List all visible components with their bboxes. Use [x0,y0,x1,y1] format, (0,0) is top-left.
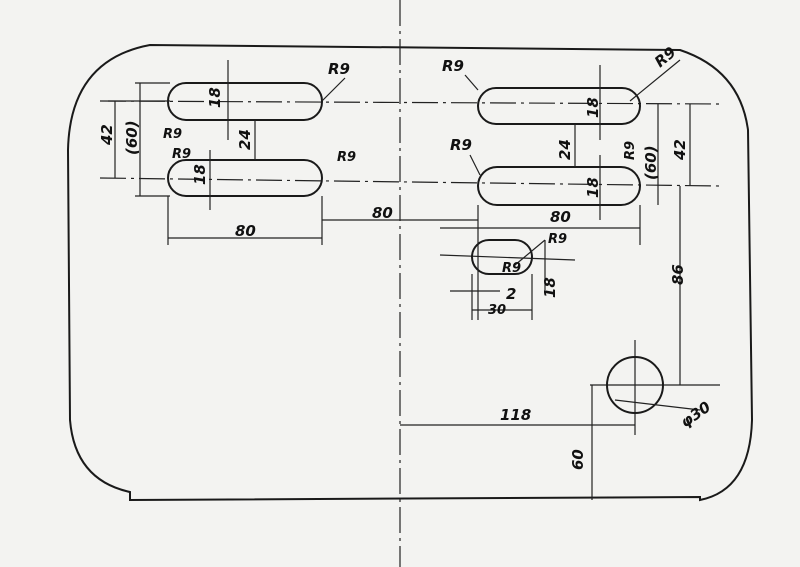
label-diameter-30: φ30 [677,398,714,431]
hole-circle [606,356,664,414]
slot-small [471,239,533,275]
label-distance-118: 118 [500,406,531,424]
label-span-42: 42 [98,124,116,146]
label-distance-60: 60 [569,449,587,470]
label-span-42: 42 [671,139,689,161]
label-width-18: 18 [541,277,559,298]
label-offset-2: 2 [506,285,516,303]
label-width-18: 18 [584,177,602,198]
label-r9: R9 [328,60,350,78]
label-r9: R9 [172,147,191,162]
dimension-lines [108,59,701,500]
label-gap-24: 24 [236,129,254,150]
centerline-bottom [99,177,721,187]
label-distance-86: 86 [669,264,687,285]
label-r9: R9 [442,57,464,75]
label-r9: R9 [651,43,679,71]
plate-outline [66,43,754,502]
label-r9: R9 [548,232,567,247]
label-gap-24: 24 [556,139,574,160]
label-r9: R9 [450,136,472,154]
label-length-80: 80 [550,208,571,226]
label-width-18: 18 [584,97,602,118]
slot-top-right [477,87,641,125]
label-r9: R9 [163,127,182,142]
label-r9: R9 [337,150,356,165]
label-span-60: (60) [123,120,141,155]
label-length-30: 30 [488,303,506,318]
label-r9: R9 [623,141,638,160]
slot-bottom-right [477,166,641,206]
label-offset-80: 80 [372,204,393,222]
label-length-80: 80 [235,222,256,240]
label-width-18: 18 [206,87,224,108]
centerline-top-left [99,100,721,105]
slot-bottom-left [167,159,323,197]
label-r9: R9 [502,261,521,276]
label-width-18: 18 [191,164,209,185]
centerline-small-slot [439,254,576,261]
label-span-60: (60) [642,145,660,180]
